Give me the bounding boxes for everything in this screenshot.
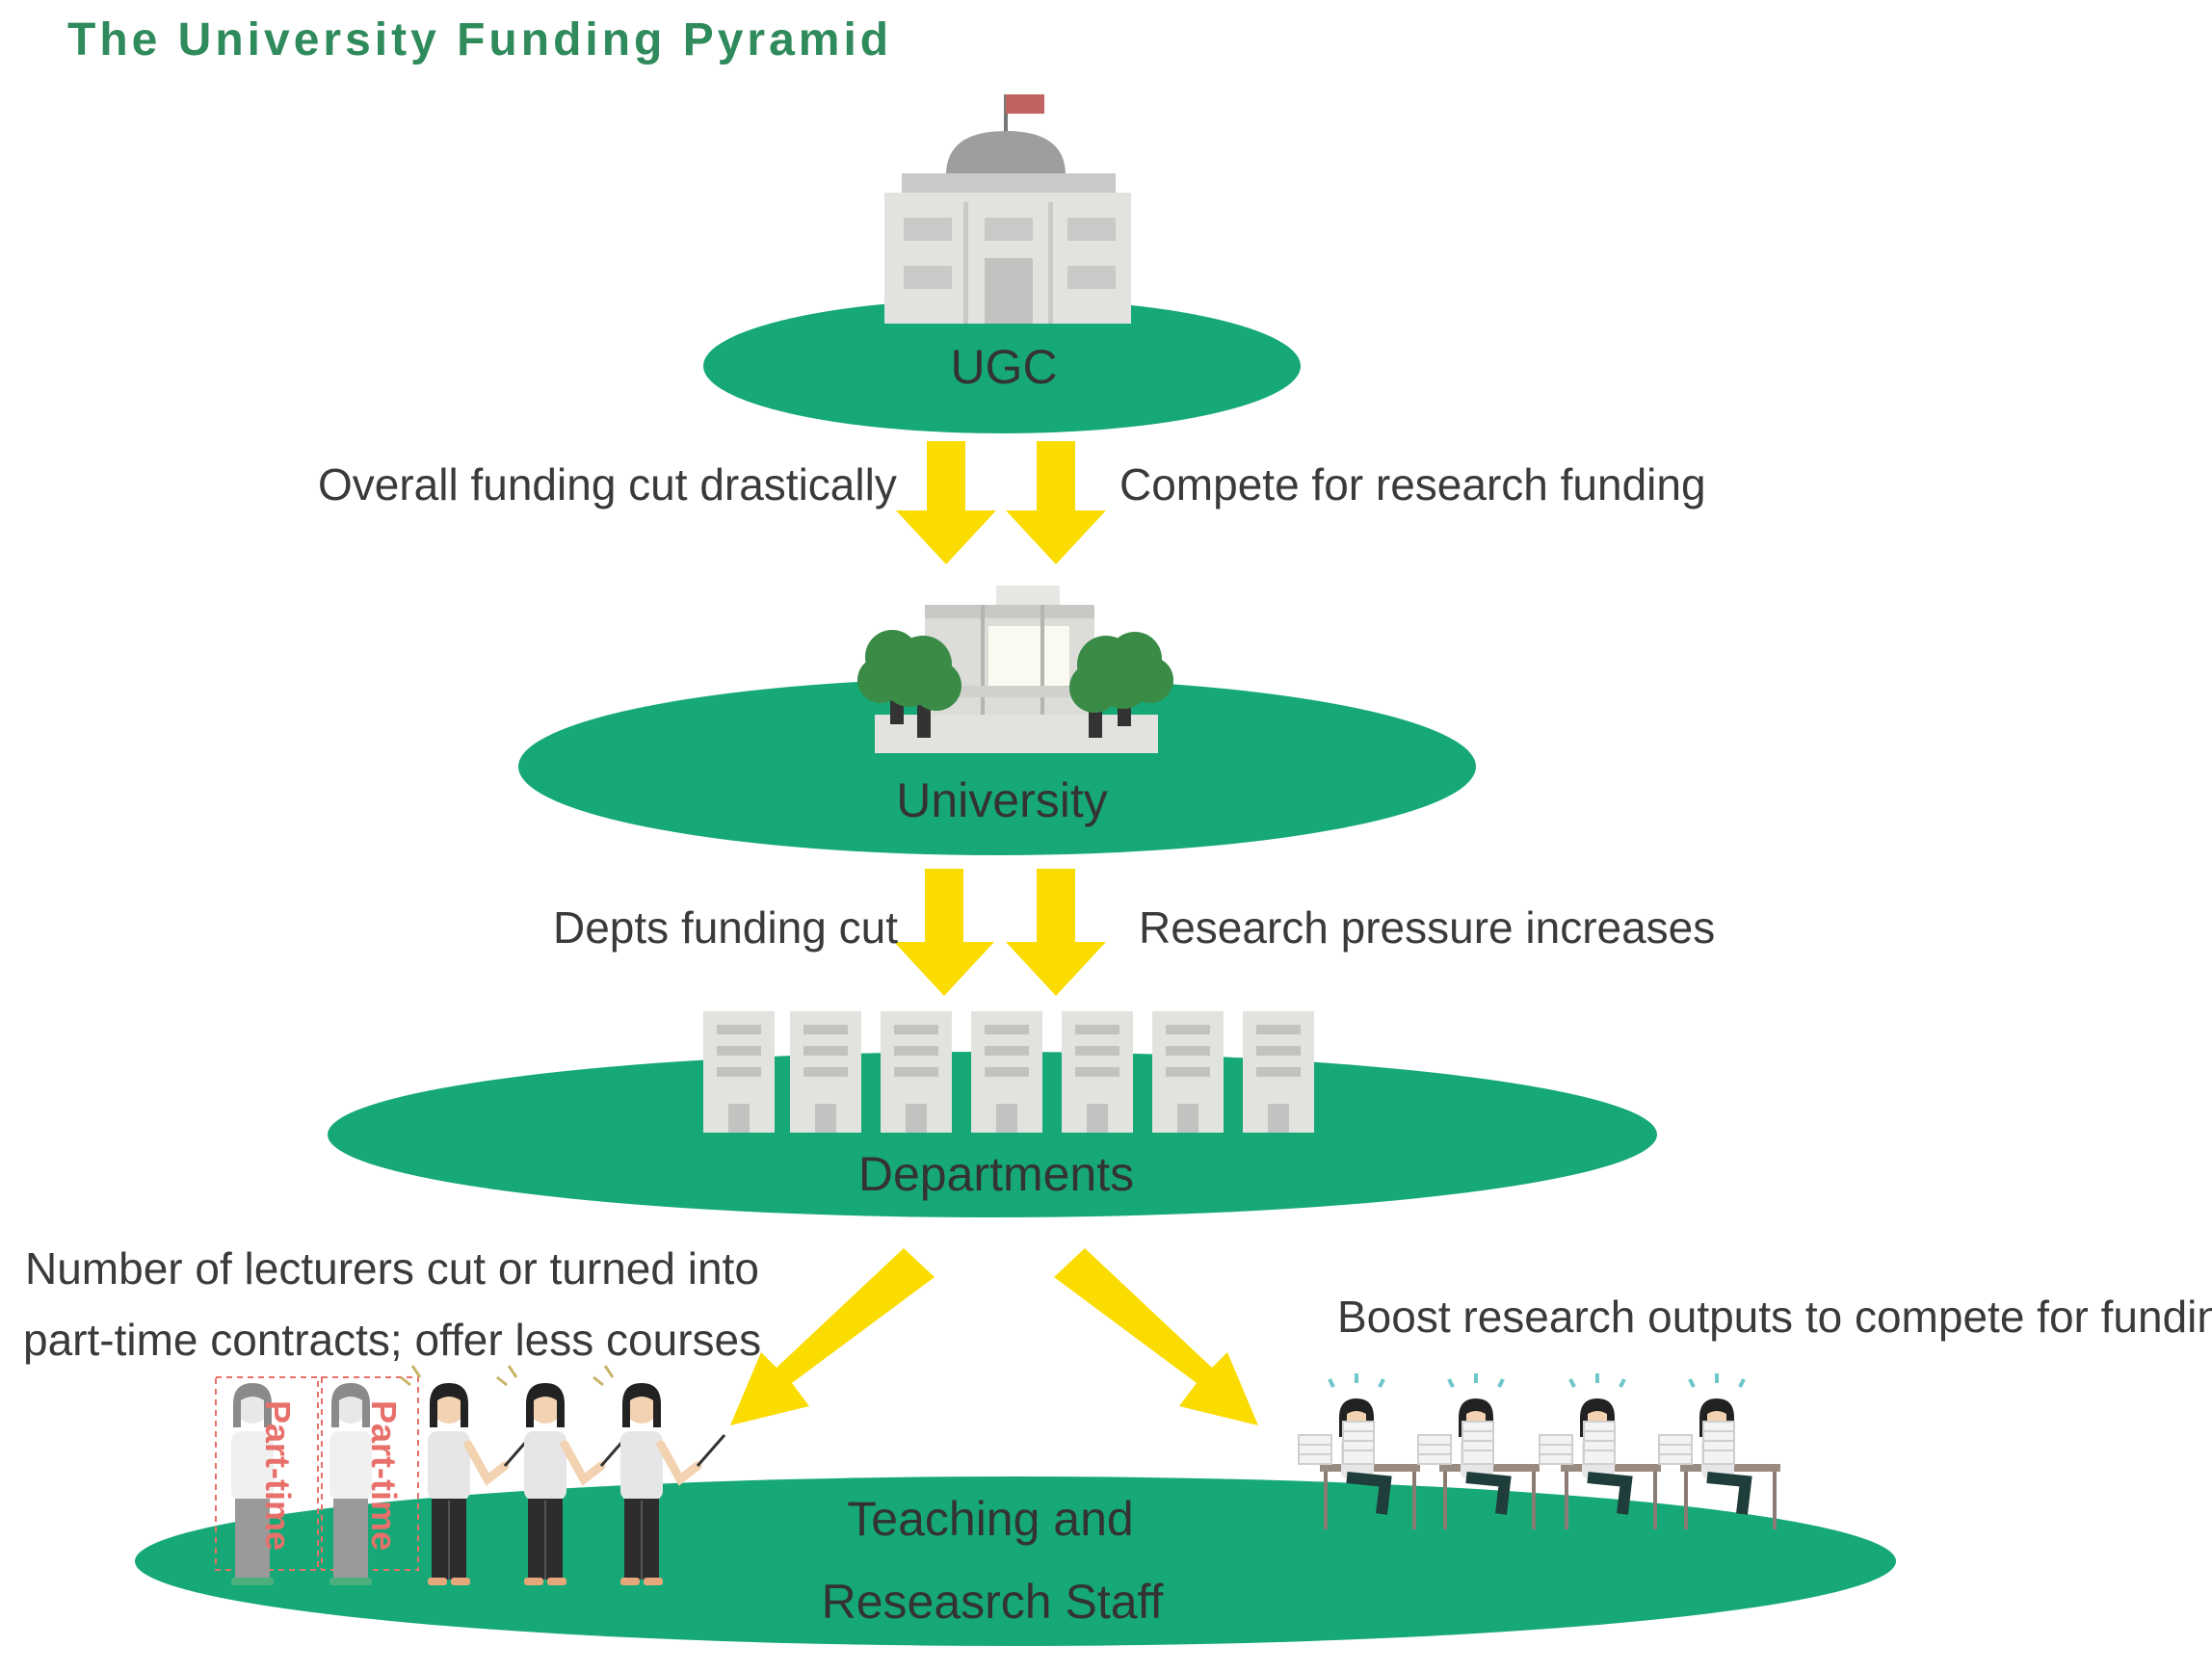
- department-building-icon: [1062, 1011, 1133, 1133]
- label-pressure: Research pressure increases: [1139, 902, 1716, 953]
- ugc-ellipse: [703, 299, 1301, 433]
- page-title: The University Funding Pyramid: [67, 14, 893, 65]
- arrow-to-research: [1054, 1248, 1258, 1425]
- label-compete: Compete for research funding: [1119, 459, 1706, 509]
- tree-icon: [1069, 632, 1173, 738]
- department-building-icon: [1243, 1011, 1314, 1133]
- department-building-icon: [971, 1011, 1042, 1133]
- label-lecturers-line2: part-time contracts; offer less courses: [23, 1315, 762, 1365]
- level-staff-line2: Reseasrch Staff: [821, 1575, 1164, 1629]
- level-departments: Departments: [857, 1147, 1135, 1201]
- label-funding-cut: Overall funding cut drastically: [318, 459, 897, 509]
- svg-text:Part-time: Part-time: [258, 1400, 298, 1551]
- departments-ellipse: [328, 1052, 1657, 1217]
- department-building-icon: [881, 1011, 952, 1133]
- label-depts-cut: Depts funding cut: [553, 902, 899, 953]
- part-time-box: [321, 1376, 419, 1571]
- ugc-building-icon: [884, 94, 1131, 324]
- svg-text:Part-time: Part-time: [364, 1400, 404, 1551]
- arrow-ugc-left: [896, 441, 996, 564]
- staff-ellipse: [135, 1476, 1896, 1646]
- arrow-ugc-right: [1006, 441, 1106, 564]
- part-time-box: [215, 1376, 319, 1571]
- university-building-icon: [857, 586, 1173, 753]
- part-time-label: Part-time: [258, 1400, 298, 1551]
- part-time-label: Part-time: [364, 1400, 404, 1551]
- department-buildings: [703, 1011, 1314, 1133]
- arrow-university-right: [1006, 869, 1106, 996]
- level-university: University: [896, 773, 1108, 827]
- university-ellipse: [518, 678, 1476, 855]
- tree-icon: [857, 630, 961, 738]
- label-lecturers-line1: Number of lecturers cut or turned into: [25, 1243, 759, 1293]
- arrow-university-left: [894, 869, 994, 996]
- label-boost: Boost research outputs to compete for fu…: [1337, 1292, 2212, 1342]
- department-building-icon: [1152, 1011, 1224, 1133]
- level-ugc: UGC: [950, 340, 1058, 394]
- department-building-icon: [703, 1011, 775, 1133]
- department-building-icon: [790, 1011, 861, 1133]
- arrow-to-teaching: [730, 1248, 935, 1425]
- level-staff-line1: Teaching and: [847, 1492, 1134, 1546]
